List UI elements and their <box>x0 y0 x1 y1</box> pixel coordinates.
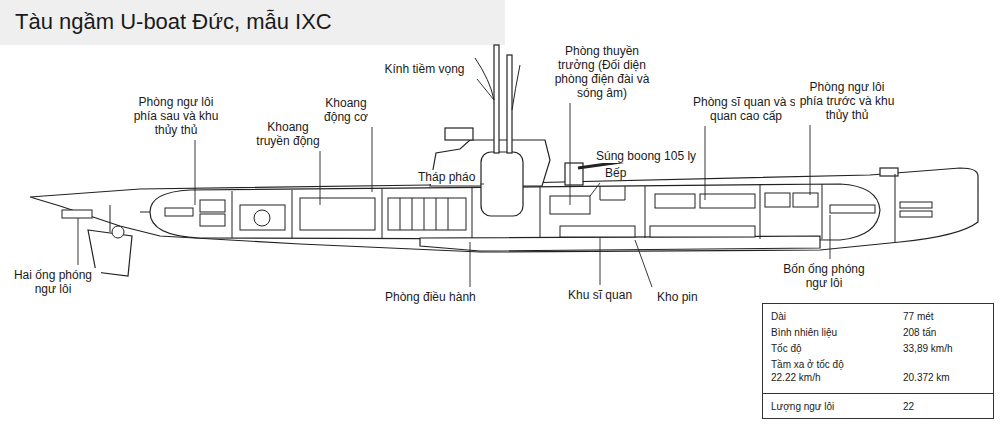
callout-label: Bếp <box>603 166 628 180</box>
engine <box>300 198 375 230</box>
callout-label: Phòng ngư lôi phía trước và khu thủy thủ <box>795 80 899 122</box>
leader-line <box>570 103 571 205</box>
leader-line <box>78 218 79 265</box>
motor <box>240 205 285 230</box>
callout-label: Tháp pháo <box>416 170 477 184</box>
battery <box>560 226 635 237</box>
callout-label: Kính tiềm vọng <box>375 62 474 76</box>
leader-line <box>810 125 811 195</box>
table-cell: Tốc độ <box>771 342 802 355</box>
bunk <box>765 193 790 207</box>
table-rule <box>763 393 993 394</box>
periscope-cable <box>475 58 494 100</box>
leader-line <box>582 166 591 167</box>
table-cell: 22 <box>903 400 914 413</box>
leader-line <box>320 151 321 205</box>
bulkheads <box>232 184 822 239</box>
hull-details <box>110 58 895 243</box>
leader-line <box>372 127 373 192</box>
diagram-title: Tàu ngầm U-boat Đức, mẫu IXC <box>15 9 332 35</box>
table-cell: 20.372 km <box>903 371 950 384</box>
leader-line <box>705 126 706 200</box>
leader-line <box>480 184 484 185</box>
periscope <box>494 45 499 153</box>
torpedo <box>830 205 875 213</box>
tower-cylinder <box>481 152 523 216</box>
torpedo <box>165 208 193 216</box>
bunk <box>655 194 695 208</box>
table-cell: 208 tấn <box>903 326 936 339</box>
table-cell: Lượng ngư lôi <box>771 400 834 413</box>
hull <box>30 45 978 276</box>
motor-part <box>254 210 270 226</box>
interior <box>62 193 932 238</box>
periscope-cable <box>512 65 520 110</box>
leader-line <box>470 242 471 287</box>
bow-tube <box>900 202 932 208</box>
callout-label: Hai ống phóng ngư lôi <box>5 268 101 296</box>
bow-tube <box>900 211 932 217</box>
callout-label: Phòng sĩ quan và sĩ quan cao cấp <box>690 95 802 123</box>
leader-line <box>830 215 831 259</box>
leader-line <box>195 140 196 205</box>
bunk <box>200 214 225 226</box>
spec-table: Dài 77 métBình nhiên liệu 208 tấnTốc độ 33,… <box>762 303 994 419</box>
table-cell: Tầm xa ở tốc độ 22.22 km/h <box>771 358 859 384</box>
leader-line <box>590 183 600 196</box>
galley <box>600 186 625 200</box>
bunk <box>200 200 225 212</box>
bow-bulkhead <box>895 174 896 243</box>
propeller <box>112 226 124 238</box>
table-cell: 77 mét <box>903 310 934 323</box>
stern-tube <box>62 210 92 218</box>
leader-line <box>477 79 494 100</box>
engine-detail <box>400 198 448 230</box>
bunk <box>700 194 755 208</box>
title-band <box>0 0 505 45</box>
callout-label: Súng boong 105 ly <box>594 149 698 163</box>
engine <box>388 198 466 230</box>
battery <box>650 226 755 237</box>
callout-label: Bốn ống phóng ngư lôi <box>778 262 870 290</box>
leader-line <box>600 238 601 285</box>
table-cell: Bình nhiên liệu <box>771 326 837 339</box>
leader-line <box>635 240 652 287</box>
callout-label: Khoang truyền động <box>250 120 326 148</box>
callout-label: Phòng điều hành <box>383 290 478 304</box>
bunk <box>793 193 818 207</box>
bridge-rail <box>445 128 473 140</box>
periscope <box>507 55 512 153</box>
table-cell: 33,89 km/h <box>903 342 952 355</box>
table-cell: Dài <box>771 310 786 323</box>
callout-label: Kho pin <box>655 290 700 304</box>
callout-label: Phòng thuyền trưởng (Đối diện phòng điện… <box>546 44 658 100</box>
callout-label: Phòng ngư lôi phía sau và khu thủy thủ <box>125 95 227 137</box>
callout-label: Khu sĩ quan <box>566 288 634 302</box>
callout-label: Khoang động cơ <box>315 96 377 124</box>
